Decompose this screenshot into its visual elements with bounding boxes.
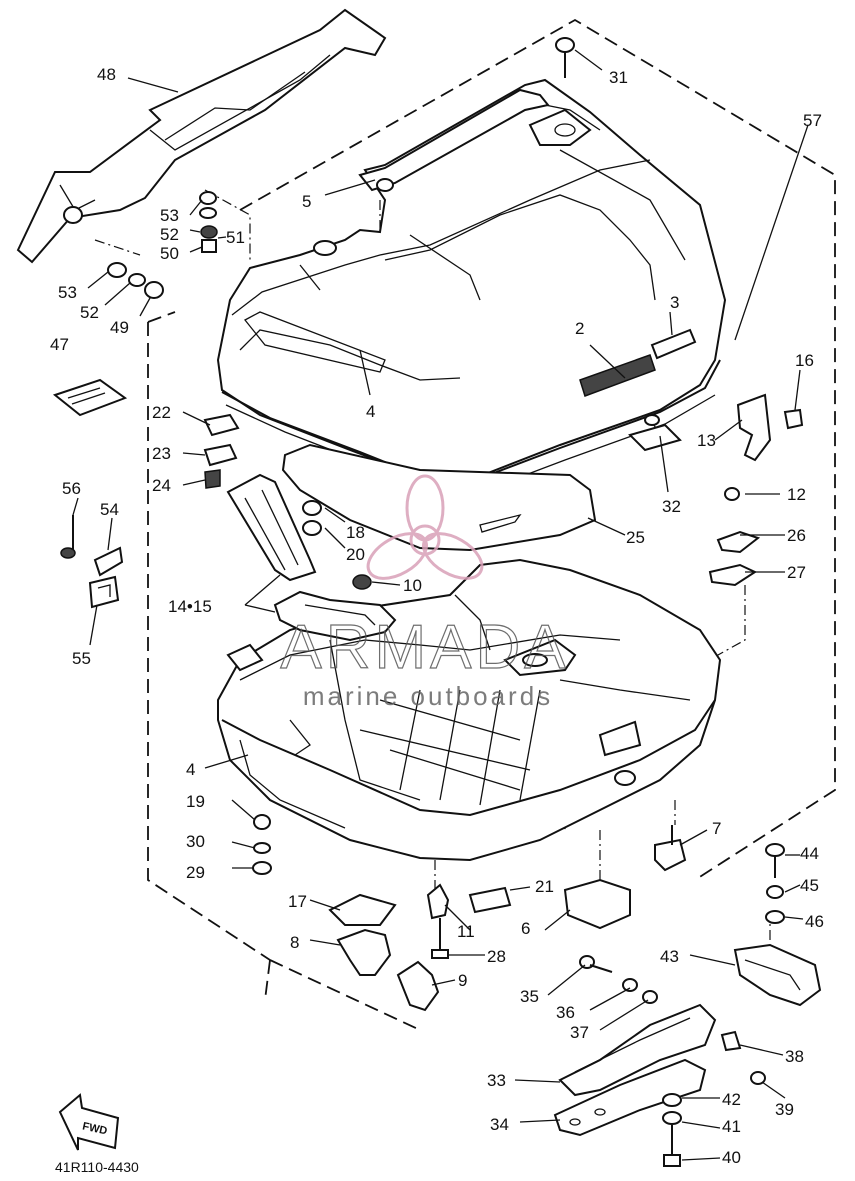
callout-label: 8 [290,933,299,952]
callout-label: 51 [226,228,245,247]
callout-label: 16 [795,351,814,370]
callout-label: 52 [160,225,179,244]
callout-label: 13 [697,431,716,450]
callout-label: 35 [520,987,539,1006]
logo-blade-3 [366,532,428,580]
callout-label: 7 [712,819,721,838]
callout-label: 12 [787,485,806,504]
callout-label: 22 [152,403,171,422]
callout-label: 53 [58,283,77,302]
callout-label: 10 [403,576,422,595]
callout-label: 46 [805,912,824,931]
callout-label: 4 [186,760,195,779]
small-hardware-left [52,191,372,609]
callout-label: 44 [800,844,819,863]
callout-label: 27 [787,563,806,582]
callout-label: 34 [490,1115,509,1134]
callout-label: 32 [662,497,681,516]
callout-label: 5 [302,192,311,211]
callout-label: 25 [626,528,645,547]
part-14-15-brackets [226,473,397,642]
callout-label: 33 [487,1071,506,1090]
callout-label: 28 [487,947,506,966]
watermark-title: ARMADA [280,613,569,682]
callout-label: 31 [609,68,628,87]
callout-label: 39 [775,1100,794,1119]
callout-label: 26 [787,526,806,545]
callout-label: 43 [660,947,679,966]
callout-label: 50 [160,244,179,263]
callout-label: 56 [62,479,81,498]
callout-label: 17 [288,892,307,911]
fwd-arrow: FWD [58,1093,120,1151]
callout-label: 40 [722,1148,741,1167]
callout-label: 14•15 [168,597,212,616]
callout-label: 19 [186,792,205,811]
callout-label: 52 [80,303,99,322]
callout-label: 55 [72,649,91,668]
fwd-label: FWD [81,1121,108,1138]
part-48-cover-handle [16,8,387,264]
callout-label: 54 [100,500,119,519]
callout-label: 49 [110,318,129,337]
callout-label: 36 [556,1003,575,1022]
callout-label: 45 [800,876,819,895]
part-25-gasket [281,443,597,552]
watermark-subtitle: marine outboards [303,681,553,711]
callout-label: 53 [160,206,179,225]
callout-label: 29 [186,863,205,882]
callout-label: 3 [670,293,679,312]
logo-hub [409,524,441,556]
callout-label: 42 [722,1090,741,1109]
callout-label: 20 [346,545,365,564]
callout-label: 24 [152,476,171,495]
propeller-logo [366,474,484,580]
callout-label: 9 [458,971,467,990]
callout-label: 47 [50,335,69,354]
leader-lines [72,49,809,1161]
fwd-arrow-icon [58,1093,120,1151]
callout-label: 30 [186,832,205,851]
callout-label: 23 [152,444,171,463]
callout-label: 38 [785,1047,804,1066]
diagram-part-number: 41R110-4430 [55,1159,139,1175]
callout-label: 4 [366,402,375,421]
callout-label: 37 [570,1023,589,1042]
small-hardware-right [555,37,804,924]
callout-label: 6 [521,919,530,938]
armada-watermark: ARMADA marine outboards [280,474,569,711]
callout-label: 18 [346,523,365,542]
callout-labels: 48 31 57 5 53 52 51 50 53 52 49 47 2 3 1… [50,65,824,1167]
top-cowling [216,78,727,495]
callout-label: 21 [535,877,554,896]
callout-label: 41 [722,1117,741,1136]
lower-hardware [252,814,822,1167]
callout-label: 48 [97,65,116,84]
callout-label: 2 [575,319,584,338]
callout-label: 11 [457,922,475,941]
callout-label: 57 [803,111,822,130]
